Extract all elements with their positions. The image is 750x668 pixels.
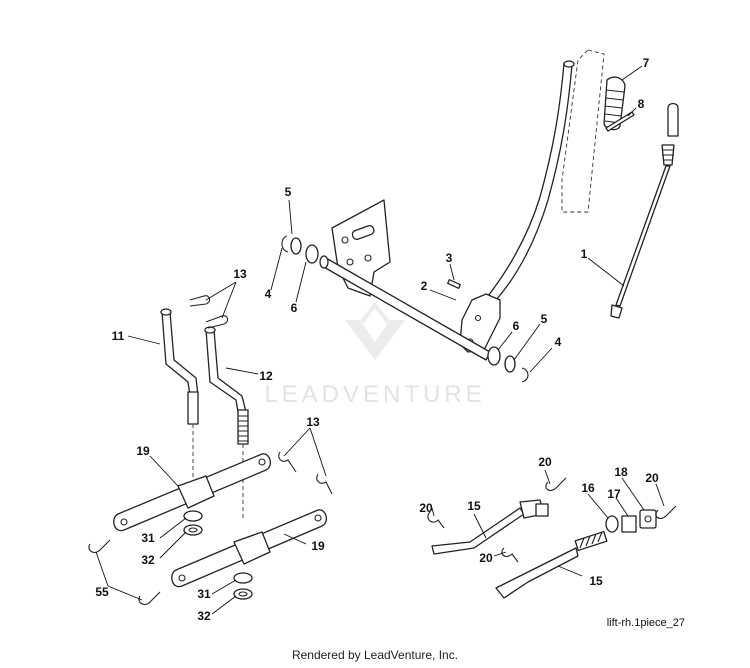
trunnion — [639, 509, 657, 529]
callout-label: 1 — [581, 247, 588, 261]
lift-handle — [459, 60, 575, 353]
hairpin-clip — [655, 505, 677, 519]
grip-phantom-outline — [561, 49, 605, 213]
bushing-right — [487, 346, 501, 366]
nut — [621, 515, 637, 533]
hairpin-clip — [205, 315, 229, 329]
adjust-rod — [610, 102, 679, 319]
washer-left — [290, 237, 302, 255]
lift-shaft — [319, 255, 491, 361]
hairpin-clip — [278, 451, 297, 473]
callout-label: 17 — [607, 487, 621, 501]
callout-label: 31 — [141, 531, 155, 545]
callout-label: 20 — [645, 471, 659, 485]
reference-code: lift-rh.1piece_27 — [607, 617, 685, 629]
roll-pin — [447, 279, 461, 289]
bushing — [183, 510, 203, 522]
footer-credit: Rendered by LeadVenture, Inc. — [291, 648, 459, 662]
callout-label: 2 — [421, 279, 428, 293]
callout-label: 18 — [614, 465, 628, 479]
clip-left — [281, 235, 289, 253]
deck-rod-upper — [431, 499, 549, 555]
callout-label: 32 — [141, 553, 155, 567]
callout-label: 4 — [265, 287, 272, 301]
leader-lines — [95, 65, 665, 615]
watermark-text: LEADVENTURE — [264, 381, 485, 408]
spring-pin — [605, 111, 635, 132]
lock-nut — [233, 588, 253, 600]
callout-label: 11 — [112, 329, 125, 343]
lift-arm-upper — [113, 453, 272, 532]
callout-label: 12 — [259, 369, 273, 383]
hairpin-clip — [545, 477, 567, 491]
callout-label: 15 — [467, 499, 481, 513]
hairpin-clip — [316, 473, 333, 495]
callout-label: 4 — [555, 335, 562, 349]
callout-label: 8 — [638, 97, 645, 111]
callout-label: 19 — [311, 539, 325, 553]
callout-label: 16 — [581, 481, 595, 495]
callout-label: 32 — [197, 609, 211, 623]
callout-label: 13 — [233, 267, 247, 281]
callout-label: 5 — [541, 312, 548, 326]
lock-nut — [183, 524, 203, 536]
callout-label: 15 — [589, 574, 603, 588]
callout-label: 5 — [285, 185, 292, 199]
deck-rod-lower — [495, 530, 608, 599]
hairpin-clip — [427, 511, 445, 529]
watermark-logo — [345, 301, 405, 360]
callout-label: 55 — [95, 585, 109, 599]
clip-right — [521, 367, 529, 383]
callout-label: 3 — [446, 251, 453, 265]
hairpin-clip — [501, 547, 519, 563]
callout-label: 20 — [419, 501, 433, 515]
bushing — [233, 572, 253, 584]
callout-label: 13 — [306, 415, 320, 429]
callout-label: 31 — [197, 587, 211, 601]
callout-label: 6 — [291, 301, 298, 315]
bushing-left — [305, 244, 319, 264]
lift-link-left — [160, 308, 199, 425]
lift-link-right — [204, 326, 249, 445]
washer — [605, 515, 619, 533]
callout-label: 20 — [479, 551, 493, 565]
washer-right — [504, 355, 516, 373]
callout-label: 20 — [538, 455, 552, 469]
hairpin-clip — [189, 295, 211, 307]
hairpin-clip — [88, 539, 111, 553]
callout-label: 19 — [136, 444, 150, 458]
callout-label: 7 — [643, 56, 650, 70]
hairpin-clip — [138, 591, 161, 605]
lift-arm-lower — [171, 509, 328, 588]
callout-label: 6 — [513, 319, 520, 333]
